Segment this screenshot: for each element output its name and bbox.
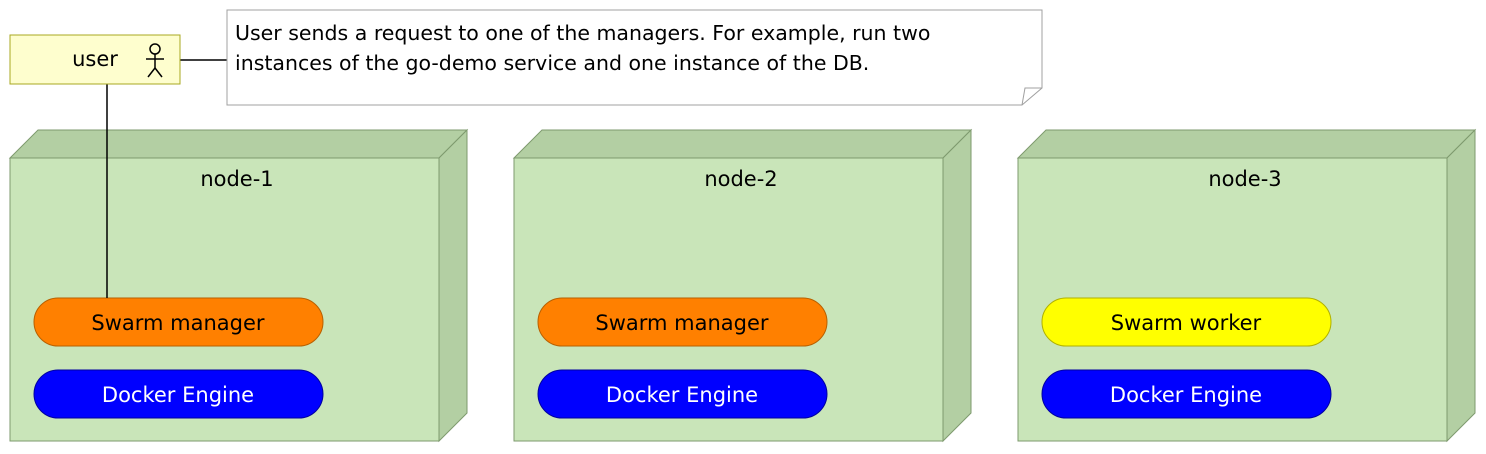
node-3-box: node-3 Swarm worker Docker Engine [1016, 128, 1477, 443]
node-3-docker-engine [1041, 369, 1332, 419]
node-2-top-face [512, 129, 973, 159]
node-2-box: node-2 Swarm manager Docker Engine [512, 128, 973, 443]
node-1-swarm-manager-label: Swarm manager [91, 311, 265, 335]
user-actor: user [9, 34, 181, 85]
node-2-side-face [942, 128, 972, 443]
note-box [226, 9, 1043, 106]
node-3-top-face [1016, 129, 1477, 159]
node-2-swarm-manager [537, 297, 828, 347]
node-1-box: node-1 Swarm manager Docker Engine [8, 128, 469, 443]
note: User sends a request to one of the manag… [226, 9, 1043, 106]
stick-figure-icon [146, 43, 164, 78]
node-2-swarm-manager-label: Swarm manager [595, 311, 769, 335]
node-3-docker-engine-label: Docker Engine [1110, 383, 1262, 407]
node-1-swarm-manager [33, 297, 324, 347]
node-1-side-face [438, 128, 468, 443]
node-1-top-face [8, 129, 469, 159]
node-3-swarm-worker [1041, 297, 1332, 347]
user-actor-label: user [72, 47, 118, 71]
node-2-label: node-2 [704, 167, 777, 191]
node-3-swarm-worker-label: Swarm worker [1111, 311, 1262, 335]
node-3-label: node-3 [1208, 167, 1281, 191]
node-1-docker-engine [33, 369, 324, 419]
node-3-side-face [1446, 128, 1476, 443]
note-line-2: instances of the go-demo service and one… [235, 51, 869, 75]
node-2-docker-engine [537, 369, 828, 419]
node-1-docker-engine-label: Docker Engine [102, 383, 254, 407]
note-line-1: User sends a request to one of the manag… [235, 21, 930, 45]
note-corner-fold [1021, 87, 1042, 106]
node-1-label: node-1 [200, 167, 273, 191]
node-2-docker-engine-label: Docker Engine [606, 383, 758, 407]
